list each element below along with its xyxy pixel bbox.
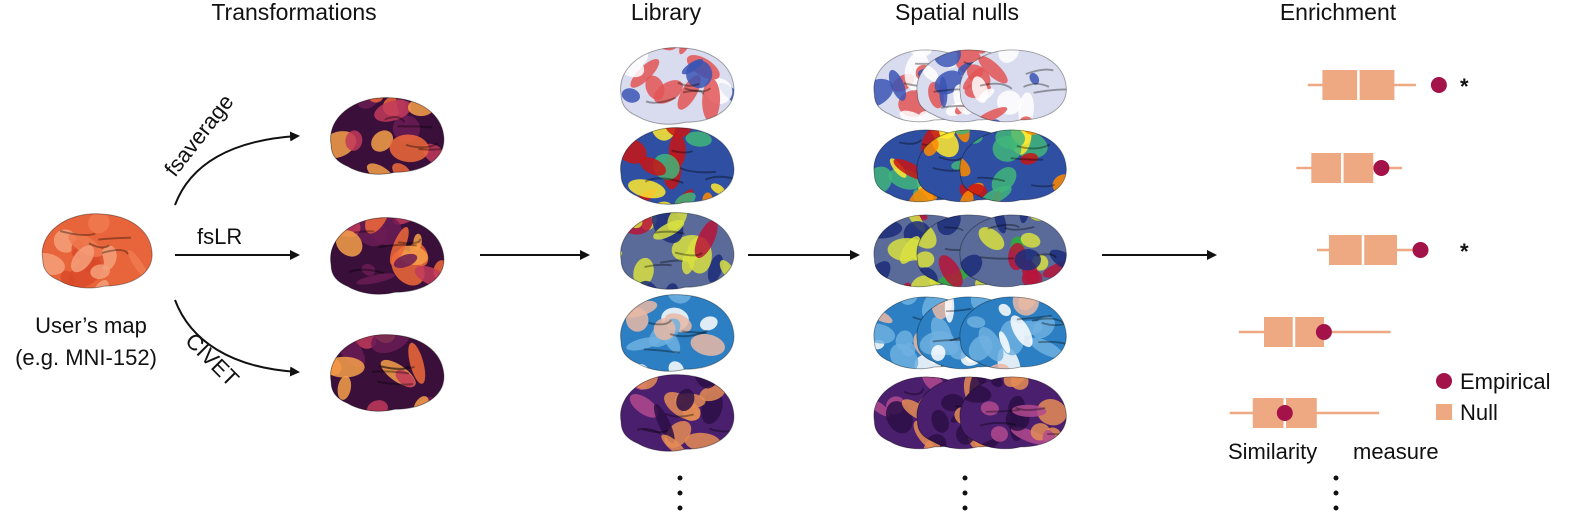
axis-label-measure: measure [1353,439,1439,464]
null-jet-map-2-3 [959,214,1067,288]
empirical-point [1315,324,1332,340]
null-red-white-blue-map-3 [959,49,1067,123]
legend-empirical-label: Empirical [1460,369,1550,394]
library-red-white-blue-map [620,47,735,125]
arrow-civet [174,299,300,377]
enrichment-ellipsis [1333,475,1339,511]
user-map-surface [41,213,153,289]
library-ellipsis [677,475,683,511]
title-transformations: Transformations [211,0,376,25]
legend: Empirical Null [1436,369,1550,425]
title-enrichment: Enrichment [1280,0,1397,25]
axis-label-similarity: Similarity [1228,439,1317,464]
empirical-point [1412,242,1429,258]
transformed-brain-fsLR [330,217,445,295]
empirical-point [1276,405,1293,421]
enrichment-row-5 [1229,398,1380,428]
nulls-ellipsis [962,475,968,511]
null-jet-map-1-3 [959,129,1067,203]
arrow-fsaverage [174,131,300,206]
legend-null-label: Null [1460,400,1498,425]
significance-star: * [1460,74,1469,99]
legend-empirical-marker [1436,373,1452,389]
null-magma-map-3 [959,376,1067,450]
transformed-brain-fsaverage [330,97,445,175]
user-map-space-label: (e.g. MNI-152) [15,345,157,370]
empirical-point [1430,77,1447,93]
transformed-brain-CIVET [330,334,445,412]
enrichment-row-2 [1296,153,1403,183]
library-brains [620,47,735,452]
title-library: Library [631,0,702,25]
null-blue-white-map-3 [959,296,1067,370]
spatial-null-brains [873,49,1067,450]
transformed-brains [330,97,445,412]
enrichment-row-4 [1238,317,1391,347]
enrichment-row-1: * [1307,70,1469,100]
title-spatial-nulls: Spatial nulls [895,0,1019,25]
enrichment-row-3: * [1317,235,1469,265]
empirical-point [1373,160,1390,176]
user-map-label: User’s map [35,313,147,338]
space-label-fsaverage: fsaverage [159,90,238,182]
user-map-brain [41,213,153,289]
library-blue-white-map [620,294,735,372]
space-label-fslr: fsLR [197,224,242,249]
legend-null-marker [1436,404,1452,420]
enrichment-boxplots: ** [1229,70,1469,428]
significance-star: * [1460,239,1469,264]
